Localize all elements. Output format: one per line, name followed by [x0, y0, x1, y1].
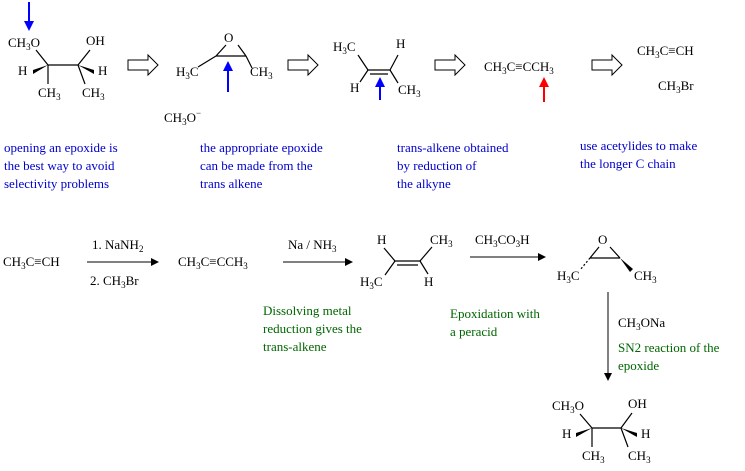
retro-arrow-2: [287, 53, 319, 77]
epoxide-o: O: [224, 30, 233, 45]
h-left-label: H: [18, 63, 27, 78]
step2-reagent: Na / NH3: [288, 237, 337, 254]
step1-reagent1: 1. NaNH2: [92, 237, 143, 254]
ch3o-label: CH3O: [8, 35, 40, 52]
svg-text:the longer C chain: the longer C chain: [580, 156, 676, 171]
svg-text:H: H: [641, 426, 650, 441]
step3-reagent: CH3CO3H: [475, 232, 530, 249]
svg-text:by reduction of: by reduction of: [397, 158, 477, 173]
svg-text:trans alkene: trans alkene: [200, 176, 263, 191]
alkyne-top: CH3C≡CCH3: [484, 59, 554, 102]
svg-text:Epoxidation with: Epoxidation with: [450, 306, 540, 321]
alkene-ch3-top: CH3: [430, 232, 453, 249]
svg-text:O: O: [598, 232, 607, 247]
methyl-bromide-label: CH3Br: [658, 78, 694, 95]
epoxide-top: O H3C CH3 CH3O−: [164, 30, 273, 127]
svg-text:the appropriate epoxide: the appropriate epoxide: [200, 140, 323, 155]
ch3-left-label: CH3: [38, 85, 61, 102]
alkene-h-top: H: [396, 36, 405, 51]
svg-text:H3C: H3C: [557, 268, 580, 285]
retro-arrow-3: [434, 53, 466, 77]
target-molecule: CH3O OH H H CH3 CH3: [8, 2, 107, 102]
svg-text:can be made from the: can be made from the: [200, 158, 313, 173]
h-right-label: H: [98, 63, 107, 78]
retro-arrow-1: [127, 53, 159, 77]
note-1: opening an epoxide is the best way to av…: [4, 140, 118, 191]
step4-note: SN2 reaction of the epoxide: [618, 340, 720, 373]
svg-text:Dissolving metal: Dissolving metal: [263, 303, 352, 318]
svg-text:CH3: CH3: [628, 448, 651, 465]
step4-reagent: CH3ONa: [618, 315, 665, 332]
svg-text:CH3O: CH3O: [552, 398, 584, 415]
alkene-ch3: CH3: [398, 82, 421, 99]
step1-reagent2: 2. CH3Br: [90, 273, 139, 290]
alkene-h-top-b: H: [377, 232, 386, 247]
ch3-right-label: CH3: [82, 85, 105, 102]
bottom-epoxide: O H3C CH3: [557, 232, 657, 285]
step3-note: Epoxidation with a peracid: [450, 306, 540, 339]
svg-text:trans-alkene obtained: trans-alkene obtained: [397, 140, 509, 155]
alkene-h3c-b: H3C: [360, 274, 383, 291]
svg-text:use acetylides to make: use acetylides to make: [580, 138, 698, 153]
svg-text:CH3: CH3: [582, 448, 605, 465]
bottom-alkene: H CH3 H3C H: [360, 232, 453, 291]
svg-text:H: H: [562, 426, 571, 441]
svg-text:OH: OH: [628, 396, 647, 411]
alkene-top: H3C H H CH3: [333, 36, 421, 100]
alkyne-label: CH3C≡CCH3: [484, 59, 554, 76]
svg-text:CH3: CH3: [634, 268, 657, 285]
retro-arrow-4: [591, 53, 623, 77]
product-molecule: CH3O OH H H CH3 CH3: [552, 396, 651, 465]
epoxide-h3c: H3C: [176, 64, 199, 81]
start-propyne: CH3C≡CH: [3, 254, 60, 271]
alkene-h3c: H3C: [333, 39, 356, 56]
bottom-alkyne: CH3C≡CCH3: [178, 254, 248, 271]
propyne-label: CH3C≡CH: [637, 43, 694, 60]
svg-text:reduction gives the: reduction gives the: [263, 321, 362, 336]
svg-text:selectivity problems: selectivity problems: [4, 176, 109, 191]
svg-text:opening an epoxide is: opening an epoxide is: [4, 140, 118, 155]
svg-text:epoxide: epoxide: [618, 358, 659, 373]
note-4: use acetylides to make the longer C chai…: [580, 138, 698, 171]
step2-note: Dissolving metal reduction gives the tra…: [263, 303, 362, 354]
epoxide-ch3: CH3: [250, 64, 273, 81]
methoxide-label: CH3O−: [164, 108, 201, 127]
svg-text:the alkyne: the alkyne: [397, 176, 451, 191]
note-2: the appropriate epoxide can be made from…: [200, 140, 323, 191]
svg-text:SN2 reaction of the: SN2 reaction of the: [618, 340, 720, 355]
alkene-h-bottom: H: [350, 80, 359, 95]
svg-text:the best way to avoid: the best way to avoid: [4, 158, 115, 173]
alkene-h-bottom-b: H: [424, 274, 433, 289]
svg-text:trans-alkene: trans-alkene: [263, 339, 327, 354]
svg-text:a peracid: a peracid: [450, 324, 498, 339]
oh-label: OH: [86, 33, 105, 48]
note-3: trans-alkene obtained by reduction of th…: [397, 140, 509, 191]
